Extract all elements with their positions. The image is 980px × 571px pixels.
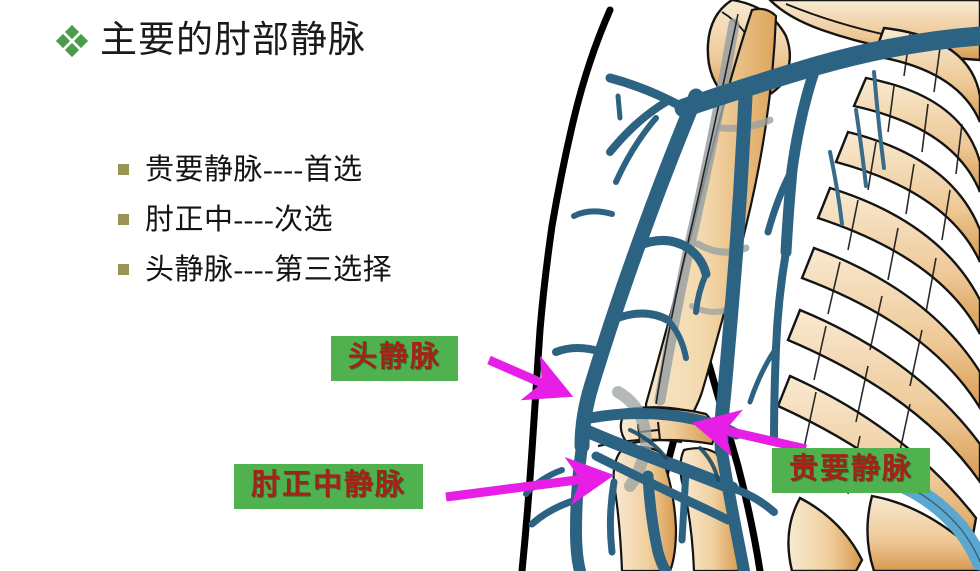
iliac-bone-fragment (787, 496, 864, 571)
mid-arm-perforator-branch (693, 271, 709, 315)
list-item-label: 头静脉----第三选择 (145, 254, 393, 286)
rib-surface-veins (828, 70, 886, 226)
forearm-vein-branch (678, 466, 690, 544)
list-item-label: 肘正中----次选 (145, 204, 334, 236)
cephalic-vein (574, 88, 704, 454)
bullet-list: 贵要静脉----首选 肘正中----次选 头静脉----第三选择 (118, 142, 538, 292)
elbow-thin-vein (628, 428, 668, 460)
shoulder-tributary-1 (605, 73, 689, 113)
mid-arm-perforator (633, 236, 711, 279)
shoulder-tributary-3 (613, 115, 659, 185)
forearm-vein-twig (606, 478, 618, 556)
clover-diamond-bullet-icon (55, 24, 89, 57)
arm-anastomosis (614, 309, 672, 324)
lateral-twig-upper (571, 208, 615, 219)
square-bullet-icon (118, 213, 129, 225)
torso-outline-left (518, 6, 614, 571)
page-title: 主要的肘部静脉 (55, 20, 366, 61)
list-item: 头静脉----第三选择 (118, 242, 538, 292)
median-cubital-vein (577, 423, 739, 495)
axilla-outline-right (698, 336, 764, 571)
callout-label-basilic: 贵要静脉 (772, 448, 931, 493)
arm-anastomosis-branch (665, 317, 689, 361)
anatomy-illustration (470, 0, 980, 571)
shoulder-tributary-2 (606, 98, 670, 156)
forearm-vein-lateral (570, 440, 588, 571)
light-blue-vein-outline (905, 485, 980, 563)
forearm-vein-medial (716, 446, 750, 571)
forearm-vein-median (642, 470, 672, 571)
shoulder-twig-2 (663, 115, 695, 161)
lateral-twig-left (552, 344, 606, 356)
list-item-label: 贵要静脉----首选 (145, 154, 363, 186)
list-item: 贵要静脉----首选 (118, 142, 538, 192)
basilic-continuation (728, 484, 778, 516)
page-title-text: 主要的肘部静脉 (100, 20, 366, 61)
square-bullet-icon (118, 263, 129, 275)
square-bullet-icon (118, 163, 129, 175)
list-item: 肘正中----次选 (118, 192, 538, 242)
callout-label-median-cubital: 肘正中静脉 (234, 464, 424, 509)
callout-label-cephalic: 头静脉 (331, 336, 459, 381)
shoulder-twig (615, 93, 623, 121)
thoracic-vein-twig (747, 345, 779, 405)
thoracic-vein-sub (764, 166, 796, 236)
